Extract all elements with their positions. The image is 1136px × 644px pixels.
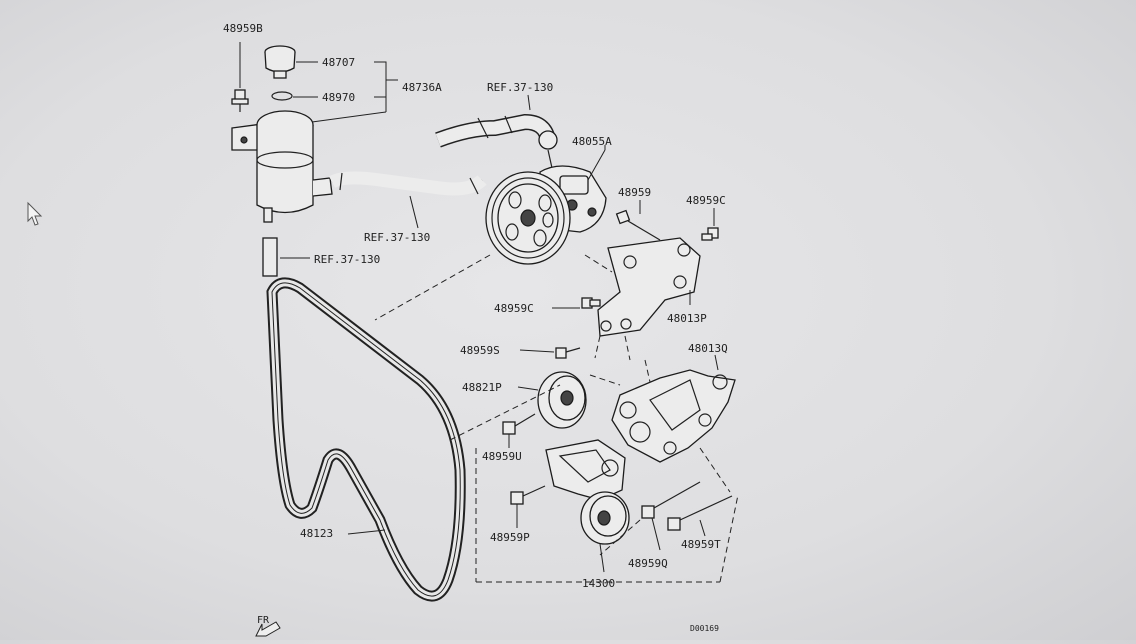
reservoir-group — [231, 42, 487, 277]
label-fr: FR — [257, 615, 270, 626]
pressure-hose — [435, 94, 558, 169]
return-hose — [328, 171, 487, 196]
label-48970: 48970 — [322, 91, 355, 104]
label-14300: 14300 — [582, 577, 615, 590]
label-48736A: 48736A — [402, 81, 442, 94]
label-48959U: 48959U — [482, 450, 522, 463]
tensioner-pulley-14300 — [580, 491, 630, 573]
bolt-48959Q — [641, 481, 701, 551]
supply-pipe — [262, 237, 310, 277]
idler-pulley-48821P — [517, 371, 587, 429]
label-48959T: 48959T — [681, 538, 721, 551]
auto-tensioner-arm — [545, 439, 626, 501]
label-48707: 48707 — [322, 56, 355, 69]
bracket-48013P — [597, 237, 701, 337]
bolt-48959C-upper — [701, 208, 719, 241]
label-48959S: 48959S — [460, 344, 500, 357]
label-48821P: 48821P — [462, 381, 502, 394]
drawing-number: D00169 — [690, 624, 719, 633]
reservoir-48736A — [231, 110, 333, 223]
bolt-48959C-lower — [552, 297, 601, 309]
power-steering-pump-48055A — [485, 145, 607, 265]
bracket-48013Q — [611, 354, 736, 463]
mouse-pointer-icon — [27, 201, 43, 226]
label-48959: 48959 — [618, 186, 651, 199]
bolt-48959S — [519, 347, 581, 359]
bolt-48959T — [667, 495, 733, 537]
cap-48707 — [264, 45, 318, 79]
label-ref-pipe: REF.37-130 — [314, 253, 380, 266]
bolt-48959B — [231, 42, 249, 112]
oring-48970 — [271, 91, 293, 101]
bolt-48959P — [510, 485, 546, 528]
label-48123: 48123 — [300, 527, 333, 540]
label-ref-top: REF.37-130 — [487, 81, 553, 94]
drive-belt-48123 — [266, 277, 466, 602]
label-48959C-lower: 48959C — [494, 302, 534, 315]
label-48959P: 48959P — [490, 531, 530, 544]
label-48959C-upper: 48959C — [686, 194, 726, 207]
bolt-48959U — [502, 413, 536, 448]
label-ref-hose: REF.37-130 — [364, 231, 430, 244]
label-48013P: 48013P — [667, 312, 707, 325]
front-direction-arrow-icon — [255, 621, 281, 637]
label-48013Q: 48013Q — [688, 342, 728, 355]
label-48055A: 48055A — [572, 135, 612, 148]
label-48959Q: 48959Q — [628, 557, 668, 570]
label-48959B: 48959B — [223, 22, 263, 35]
bolt-48959 — [615, 200, 661, 241]
